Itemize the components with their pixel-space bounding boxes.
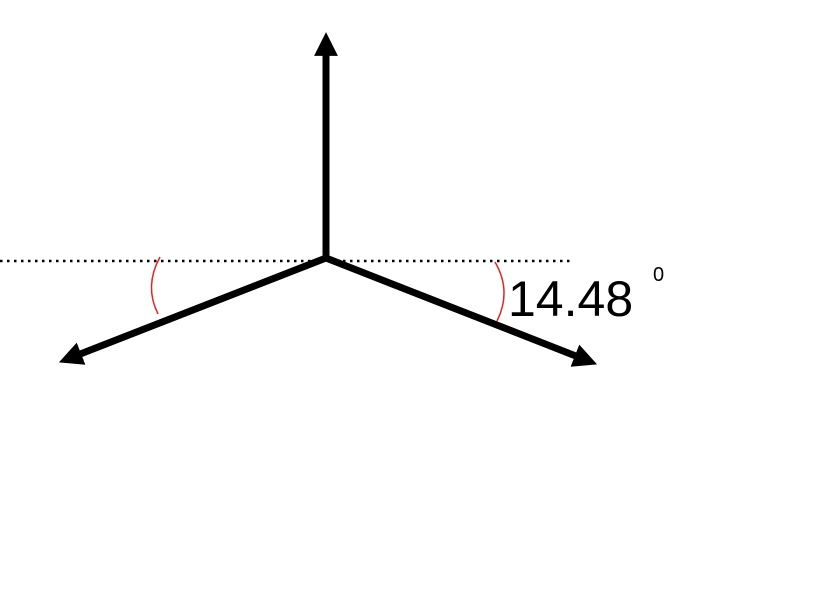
right-vector-arrow [324, 254, 598, 367]
angle-value-label: 14.48 [508, 271, 633, 327]
right-angle-arc [494, 261, 505, 322]
left-angle-arc [150, 256, 161, 315]
left-vector-arrow [58, 254, 328, 365]
angle-degree-mark: 0 [653, 264, 664, 286]
